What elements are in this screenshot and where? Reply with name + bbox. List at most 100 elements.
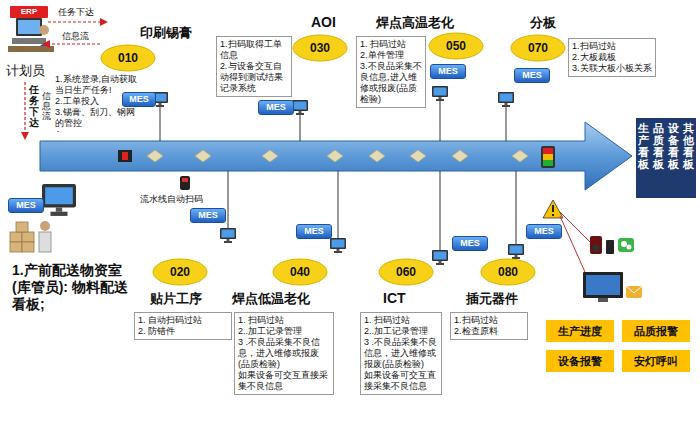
ellipse-shape [293,35,347,61]
step-note-box: 1.扫码过站2.检查原料 [450,312,528,340]
computer-icon [498,92,514,107]
computer-icon [432,250,448,265]
task-arrow [24,82,25,132]
board-column: 品质看板 [651,118,666,198]
step-title: 贴片工序 [150,290,202,308]
flow-label: 信息流 [62,30,89,43]
computer-icon [330,238,346,253]
station-diamond [262,150,278,162]
station-diamond [410,150,426,162]
erp-tag: ERP [10,6,48,18]
step-number: 040 [290,265,310,279]
material-boxes [10,232,22,242]
erp-planner-icon [16,18,42,36]
mes-tag: MES [258,100,294,115]
computer-icon [432,86,448,101]
traffic-light [541,146,555,168]
computer-icon [508,244,524,259]
warning-icon [543,200,563,218]
arrow-head [21,132,29,140]
alert-button: 设备报警 [546,350,614,372]
step-note-line: 2.检查原料 [454,326,524,337]
ellipse-shape [481,259,535,285]
step-number-ellipse: 030 [292,34,348,62]
step-title: 插元器件 [466,290,518,308]
scanner-icon [180,176,190,190]
step-note-line: 1. 自动扫码过站 [138,315,228,326]
step-title: 印刷锡膏 [140,24,192,42]
traffic-light [543,154,553,160]
computer-icon [292,100,308,115]
station-diamond [147,150,528,162]
erp-planner-icon [8,18,54,52]
erp-planner-icon [8,46,54,52]
step-note-box: 1. 扫码过站2..加工记录管理3 .不良品采集不良信息，进入维修或报废(品质检… [360,312,442,395]
leader-line [160,107,161,141]
line-marker [122,152,128,160]
step-number-ellipse: 020 [152,258,208,286]
step-note-box: 1. 扫码过站2.单件管理3.不良品采集不良信息,进入维修或报废(品质检验) [356,36,426,108]
station-diamond [452,150,468,162]
alert-device-icons [618,238,634,252]
note-label: 流水线自动扫码 [140,193,203,206]
storekeeper-icon [39,232,51,252]
node-text: MES [125,94,153,105]
material-boxes [22,232,34,242]
ellipse-shape [429,33,483,59]
step-number: 050 [446,39,466,53]
warning-icon [543,200,563,218]
alert-device-icons [560,212,642,302]
alert-device-icons [598,298,608,302]
arrow-head [42,40,50,48]
step-title: ICT [383,290,406,306]
step-note-box: 1. 自动扫码过站2. 防错件 [134,312,232,340]
node-text: 品质报警 [634,324,678,339]
step-note-line: 2..加工记录管理 [238,326,330,337]
leader-line [506,107,507,141]
step-note-line: 2.单件管理 [360,50,422,61]
step-note-line: 3.锡膏、刮刀、钢网的管控 [55,107,141,129]
mes-tag: MES [526,224,562,239]
mes-tag: MES [122,92,156,107]
leader-line [160,101,516,250]
ellipse-shape [511,35,565,61]
step-number-ellipse: 040 [272,258,328,286]
step-title: 焊点高温老化 [376,14,454,32]
flow-label: 任务下达 [29,84,39,128]
leader-line [516,171,517,244]
role-label: 计划员 [6,62,45,80]
step-title: 分板 [530,14,556,32]
step-note-line: 1.扫码过站 [454,315,524,326]
scanner-icon [180,176,190,190]
step-number: 060 [396,265,416,279]
step-number-ellipse: 010 [100,44,156,72]
material-boxes [10,242,22,252]
alert-device-icons [627,245,632,250]
step-note-line: 1.扫码过站 [572,41,652,52]
alert-device-icons [560,212,590,242]
node-text: 生产进度 [558,324,602,339]
step-number: 020 [170,265,190,279]
step-note-line: 3 .不良品采集不良信息，进入维修或报废(品质检验) [364,337,438,370]
node-text: 生产看板 [638,122,649,198]
node-text: MES [261,102,291,113]
ellipse-shape [273,259,327,285]
leader-line [300,115,301,141]
storekeeper-icon [39,221,51,252]
alert-device-icons [590,236,602,254]
task-arrow [48,21,100,22]
node-text: MES [529,226,559,237]
station-diamond [512,150,528,162]
step-note-line: 3 .不良品采集不良信息，进入维修或报废(品质检验) [238,337,330,370]
step-note-line: 1. 扫码过站 [364,315,438,326]
alert-device-icons [626,286,642,293]
flow-label: 任务下达 [58,6,94,19]
task-arrow [50,43,100,44]
step-number-ellipse: 060 [378,258,434,286]
mes-tag: MES [430,64,466,79]
alert-button: 生产进度 [546,320,614,342]
ellipse-shape [153,259,207,285]
step-note-line: 2.大板裁板 [572,52,652,63]
step-title: 焊点低温老化 [232,290,310,308]
node-text: MES [517,70,547,81]
